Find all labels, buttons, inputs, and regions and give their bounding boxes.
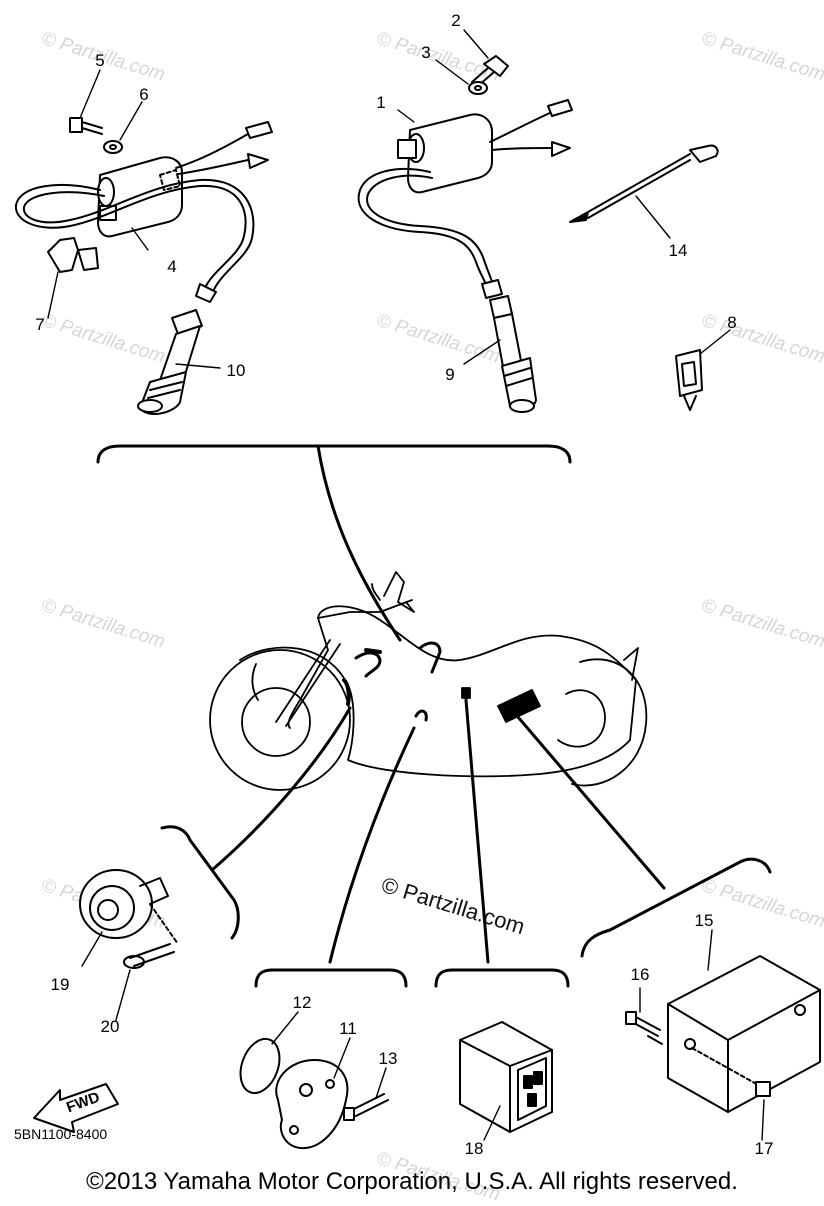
callout-14: 14 (668, 241, 688, 260)
callout-11: 11 (339, 1019, 357, 1038)
callout-3: 3 (421, 43, 431, 62)
callout-7: 7 (35, 315, 45, 334)
callout-10: 10 (226, 361, 246, 380)
leader-relay (464, 698, 490, 964)
leader-top (316, 444, 402, 642)
copyright-notice: ©2013 Yamaha Motor Corporation, U.S.A. A… (86, 1168, 738, 1195)
ignition-coil-right (357, 55, 573, 413)
callout-13: 13 (378, 1049, 398, 1068)
bracket-horn (160, 825, 240, 940)
catalog-code: 5BN1100-8400 (14, 1126, 108, 1142)
bracket-rectifier (580, 857, 772, 958)
callout-20: 20 (100, 1017, 120, 1036)
ignition-coil-left (14, 117, 273, 416)
bracket-sensor (254, 968, 408, 988)
leader-sensor (328, 726, 416, 964)
callout-2: 2 (451, 11, 461, 30)
callout-16: 16 (630, 965, 650, 984)
callout-5: 5 (95, 51, 105, 70)
callout-4: 4 (167, 257, 177, 276)
callout-18: 18 (464, 1139, 484, 1158)
sensor-assembly (239, 1037, 389, 1150)
relay (459, 1021, 553, 1133)
fwd-arrow-icon (33, 1083, 119, 1133)
callout-8: 8 (727, 313, 737, 332)
callout-leaders (47, 29, 765, 1141)
callout-9: 9 (445, 365, 455, 384)
bracket-relay (434, 968, 570, 988)
rectifier-regulator (625, 955, 821, 1113)
bracket-top (96, 444, 572, 464)
callout-17: 17 (754, 1139, 774, 1158)
callout-12: 12 (292, 993, 312, 1012)
horn (79, 869, 179, 969)
callout-19: 19 (50, 975, 70, 994)
leader-rectifier (510, 708, 666, 890)
motorcycle-silhouette (209, 571, 648, 791)
callout-6: 6 (139, 85, 149, 104)
lead-wire (569, 144, 719, 223)
clip (675, 349, 703, 411)
leader-horn (210, 706, 352, 872)
callout-1: 1 (376, 93, 386, 112)
callout-15: 15 (694, 911, 714, 930)
